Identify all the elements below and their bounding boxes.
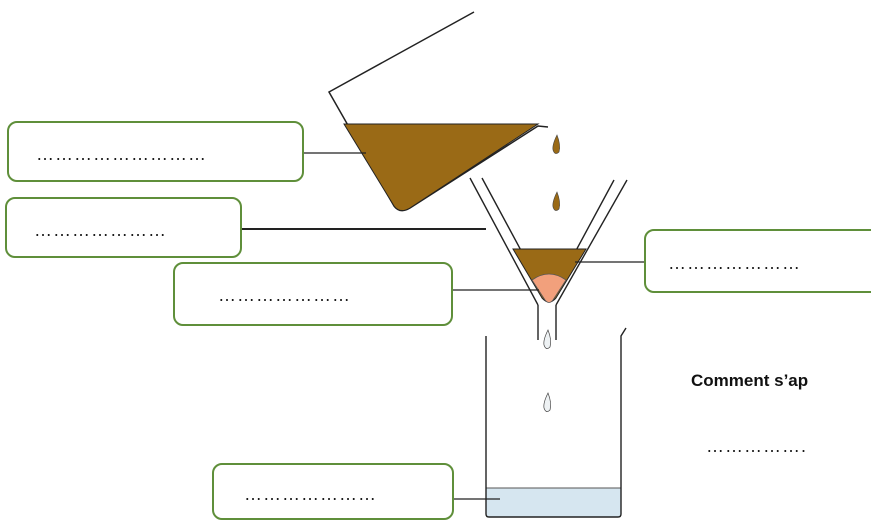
filtrate-drop	[543, 329, 552, 349]
filtrate-drops	[543, 329, 552, 412]
label-box-2-text: …………………	[34, 220, 167, 240]
label-box-4-frame	[644, 229, 871, 293]
collecting-beaker-outline	[485, 327, 627, 518]
filter-paper-residue	[531, 273, 567, 303]
mixture-drops	[552, 134, 560, 211]
label-box-5[interactable]: …………………	[212, 463, 454, 520]
label-box-2-frame	[5, 197, 242, 258]
funnel	[469, 177, 628, 340]
label-box-5-text: …………………	[244, 484, 377, 504]
mixture-drop	[552, 191, 560, 211]
filtrate-liquid	[486, 488, 621, 517]
label-box-1-text: ………………………	[36, 144, 207, 164]
answer-line: …………….	[706, 436, 807, 456]
question-text: Comment s’ap	[691, 371, 808, 390]
pouring-beaker	[327, 11, 549, 212]
leader-lines	[241, 152, 645, 500]
label-box-3[interactable]: …………………	[173, 262, 453, 326]
filtrate-drop	[543, 392, 552, 412]
label-box-4[interactable]: …………………	[644, 229, 871, 293]
mixture-drop	[552, 134, 560, 154]
label-box-3-frame	[173, 262, 453, 326]
label-box-2[interactable]: …………………	[5, 197, 242, 258]
collecting-beaker	[485, 327, 627, 518]
label-box-5-frame	[212, 463, 454, 520]
beaker-mixture	[343, 123, 540, 212]
label-box-1[interactable]: ………………………	[7, 121, 304, 182]
label-box-4-text: …………………	[668, 253, 801, 273]
label-box-3-text: …………………	[218, 285, 351, 305]
label-box-1-frame	[7, 121, 304, 182]
